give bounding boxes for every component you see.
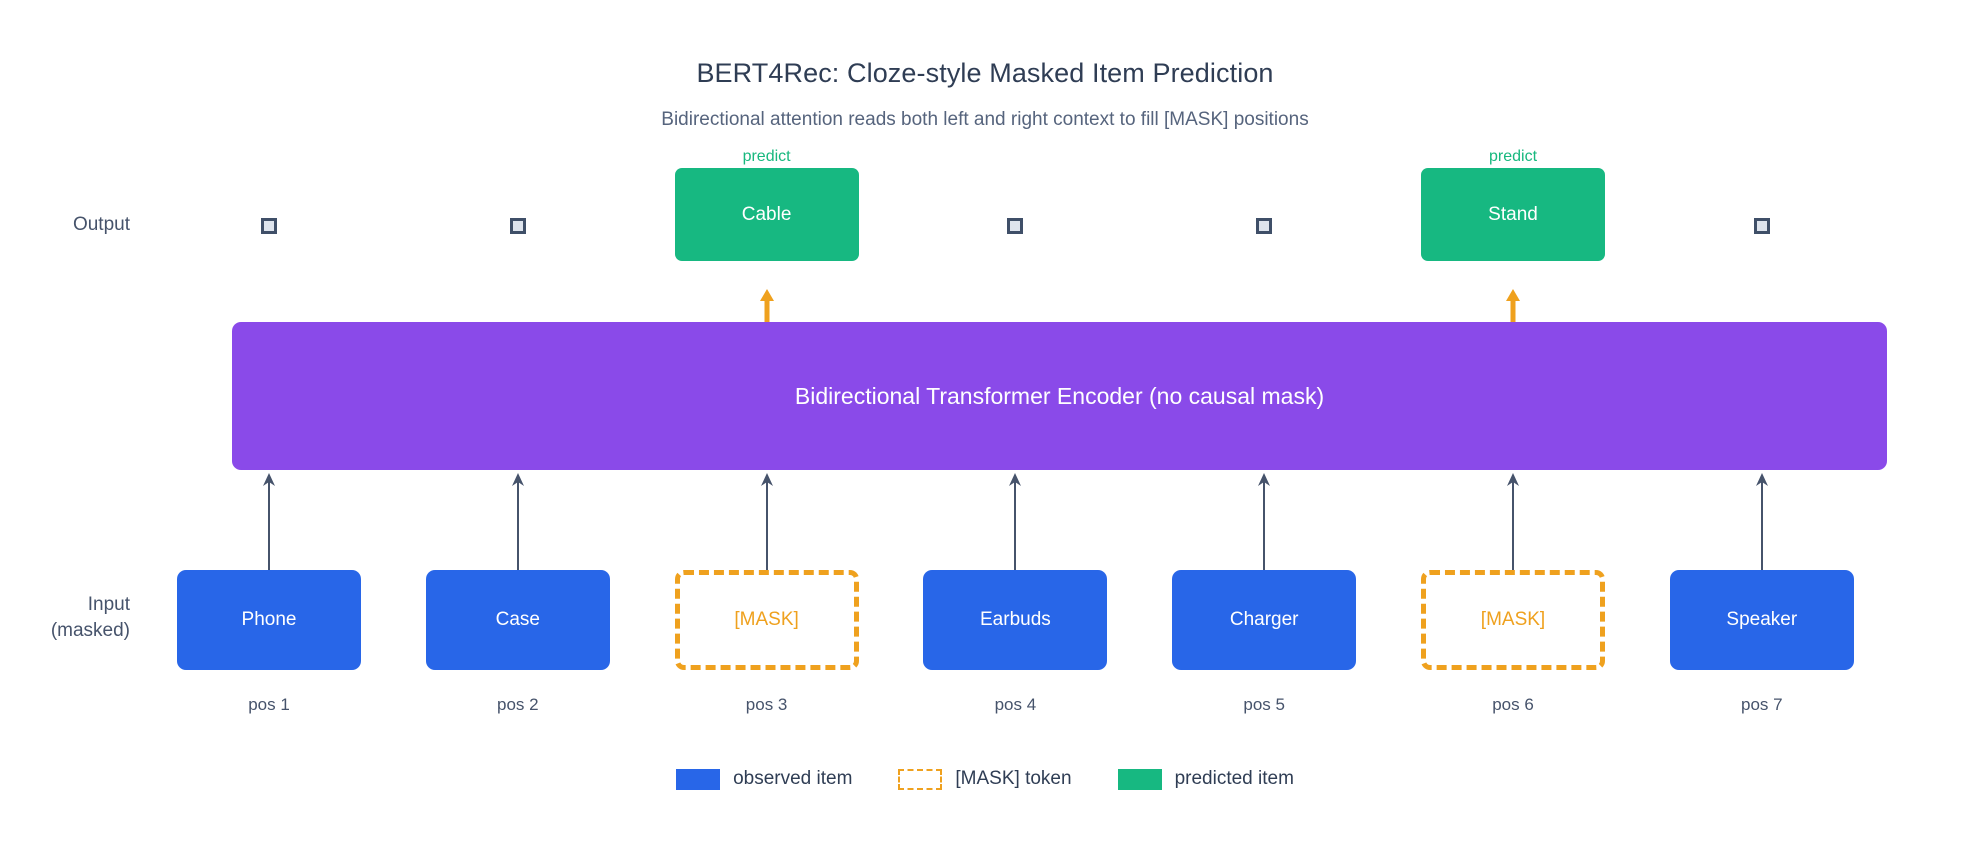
page-subtitle: Bidirectional attention reads both left … — [661, 109, 1309, 130]
input-arrow-5 — [1253, 472, 1275, 572]
output-placeholder-square-1 — [261, 218, 277, 234]
input-row-label: Input (masked) — [0, 592, 130, 644]
position-label-2: pos 2 — [497, 695, 539, 714]
transformer-encoder-block: Bidirectional Transformer Encoder (no ca… — [232, 322, 1887, 470]
input-arrow-4 — [1004, 472, 1026, 572]
legend-swatch-dash — [898, 768, 943, 790]
prediction-arrow-3 — [756, 288, 778, 322]
legend-swatch-blue — [676, 768, 721, 790]
legend-item-1: observed item — [676, 768, 852, 790]
legend-label-2: [MASK] token — [955, 768, 1072, 789]
input-arrow-7 — [1751, 472, 1773, 572]
output-placeholder-square-2 — [509, 218, 526, 234]
input-arrow-1 — [258, 472, 280, 572]
output-placeholder-square-7 — [1753, 218, 1770, 234]
predict-label-3: predict — [742, 148, 791, 165]
prediction-arrow-6 — [1502, 288, 1524, 322]
position-label-7: pos 7 — [1741, 695, 1783, 714]
input-token-box-7: Speaker — [1669, 570, 1854, 670]
output-placeholder-square-4 — [1007, 218, 1024, 234]
input-row-label-line1: Input — [87, 594, 130, 615]
page-title: BERT4Rec: Cloze-style Masked Item Predic… — [696, 58, 1274, 88]
input-token-box-5: Charger — [1172, 570, 1357, 670]
output-row-label: Output — [72, 214, 130, 235]
input-token-box-4: Earbuds — [923, 570, 1108, 670]
position-label-5: pos 5 — [1243, 695, 1285, 714]
legend-label-1: observed item — [733, 768, 853, 789]
input-token-box-2: Case — [425, 570, 610, 670]
position-label-3: pos 3 — [745, 695, 788, 714]
legend-item-3: predicted item — [1117, 768, 1294, 790]
input-arrow-3 — [756, 472, 778, 572]
input-token-box-3: [MASK] — [674, 570, 859, 670]
position-label-6: pos 6 — [1492, 695, 1534, 714]
legend: observed item [MASK] token predicted item — [0, 768, 1970, 790]
encoder-label: Bidirectional Transformer Encoder (no ca… — [794, 382, 1325, 409]
legend-item-2: [MASK] token — [898, 768, 1072, 790]
legend-label-3: predicted item — [1174, 768, 1294, 789]
input-token-box-6: [MASK] — [1421, 570, 1605, 670]
input-row-label-line2: (masked) — [50, 620, 130, 641]
position-label-1: pos 1 — [248, 695, 290, 714]
input-arrow-6 — [1502, 472, 1524, 572]
legend-swatch-green — [1117, 768, 1162, 790]
position-label-4: pos 4 — [994, 695, 1037, 714]
input-token-box-1: Phone — [177, 570, 361, 670]
output-placeholder-square-5 — [1256, 218, 1273, 234]
input-arrow-2 — [507, 472, 529, 572]
output-predicted-box-3: Cable — [674, 168, 859, 261]
predict-label-6: predict — [1488, 148, 1538, 165]
output-predicted-box-6: Stand — [1421, 168, 1605, 261]
